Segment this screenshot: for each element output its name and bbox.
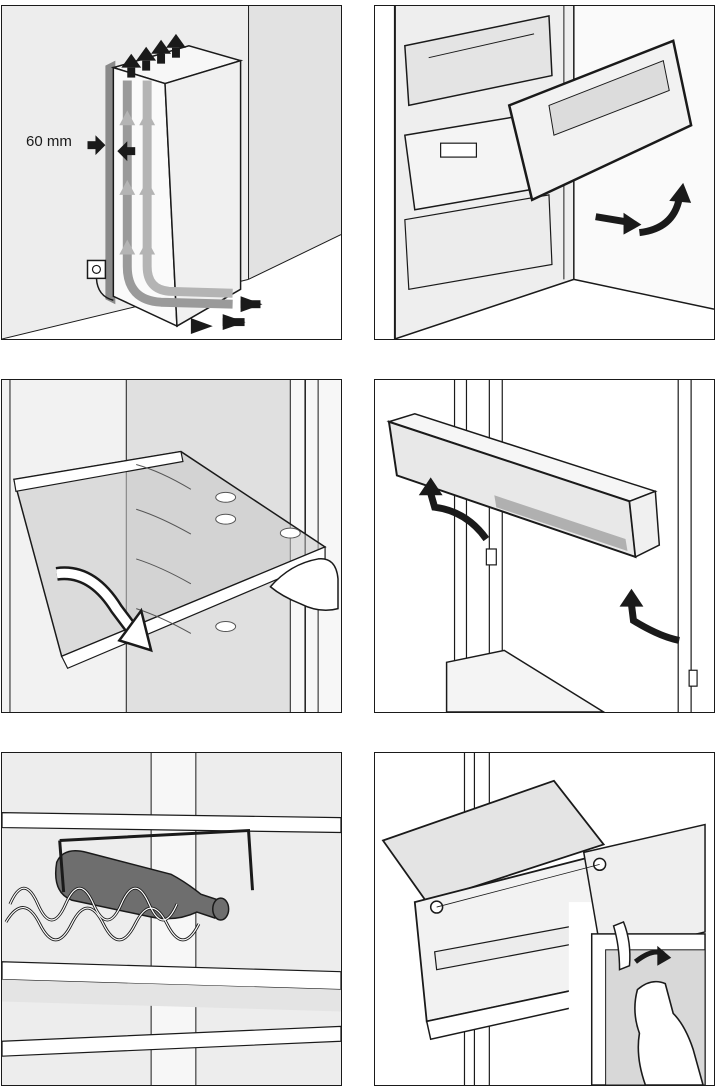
door-shelf-removal-illustration	[386, 380, 698, 712]
screw-icon	[429, 857, 607, 914]
glass-shelf-removal-illustration	[2, 380, 341, 712]
wine-rack-illustration	[2, 753, 341, 1085]
curved-remove-arrow-icon	[55, 566, 153, 653]
panel-drawer-removal	[374, 5, 715, 340]
wine-bottle-icon	[55, 850, 230, 921]
wall-socket-icon	[86, 259, 114, 301]
hand-icon	[269, 558, 339, 611]
panel-wine-rack	[1, 752, 342, 1086]
airflow-arrows-icon	[119, 33, 263, 335]
light-cover-illustration	[381, 753, 706, 1085]
drawer-removal-illustration	[393, 6, 714, 339]
ventilation-illustration	[2, 6, 341, 339]
clearance-label: 60 mm	[26, 133, 72, 150]
clearance-arrows-icon	[87, 135, 136, 162]
rotate-arrow-icon	[633, 945, 672, 966]
panel-ventilation: 60 mm	[1, 5, 342, 340]
panel-light-cover	[374, 752, 715, 1086]
panel-door-shelf-removal	[374, 379, 715, 713]
pull-out-arrow-icon	[595, 212, 642, 235]
lift-up-arrow-icon	[418, 477, 680, 644]
lift-arrow-icon	[638, 182, 692, 237]
hand-icon	[634, 980, 704, 1085]
panel-glass-shelf-removal	[1, 379, 342, 713]
